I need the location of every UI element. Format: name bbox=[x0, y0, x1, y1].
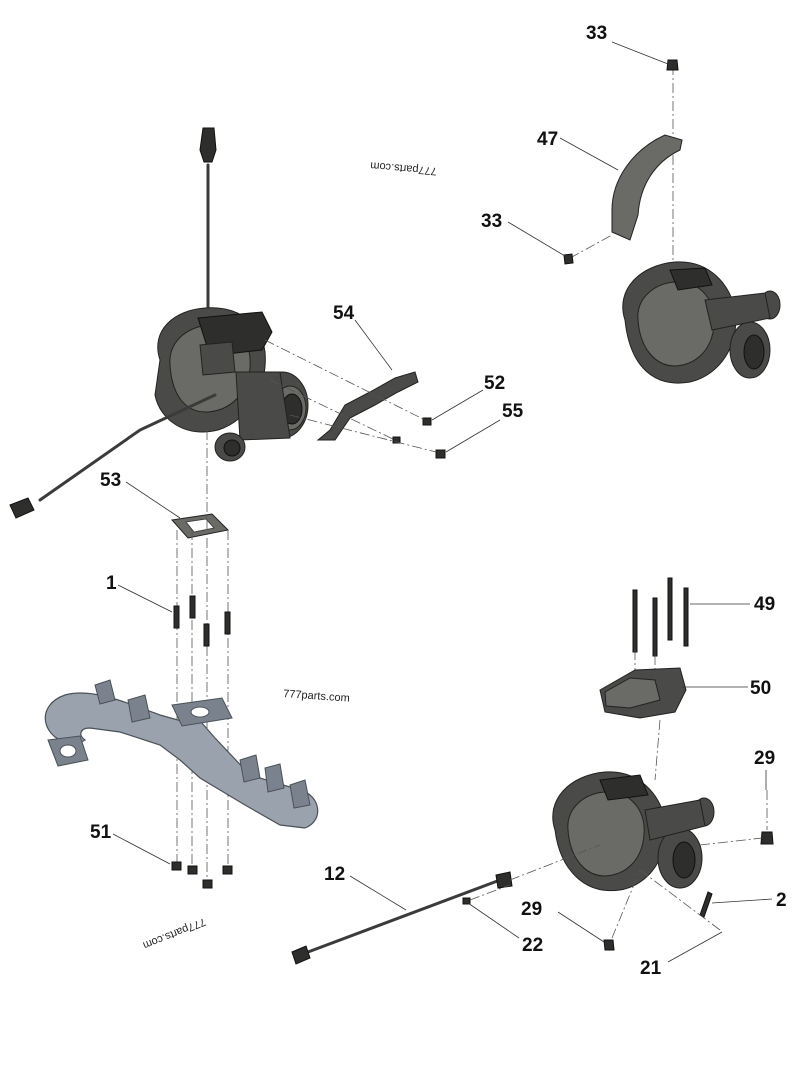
watermark-middle: 777parts.com bbox=[283, 688, 350, 705]
bolt-33-mid bbox=[563, 253, 574, 265]
callout-53: 53 bbox=[100, 470, 121, 491]
guide-line-50 bbox=[654, 719, 661, 781]
bolt-49c bbox=[667, 577, 673, 641]
leader-21 bbox=[667, 931, 723, 963]
nut-51c bbox=[202, 879, 213, 889]
turbocharger-main-assembly bbox=[9, 127, 309, 519]
bolt-49d bbox=[683, 587, 689, 647]
nut-51b bbox=[187, 865, 198, 875]
leader-33-mid bbox=[507, 221, 566, 257]
callout-54: 54 bbox=[333, 303, 355, 324]
callout-33-mid: 33 bbox=[481, 211, 502, 232]
leader-22 bbox=[467, 902, 520, 939]
stud-1d bbox=[224, 611, 231, 635]
washer-22 bbox=[462, 897, 471, 905]
callout-52: 52 bbox=[484, 373, 505, 394]
bolt-49a bbox=[632, 589, 638, 653]
turbo-3-top-block bbox=[599, 774, 649, 801]
guide-line-29-right bbox=[699, 837, 763, 846]
watermark-top: 777parts.com bbox=[370, 159, 437, 177]
callout-21: 21 bbox=[640, 958, 662, 979]
watermark-bottom: 777parts.com bbox=[141, 915, 207, 951]
manifold-port-5 bbox=[289, 779, 311, 809]
manifold-port-2 bbox=[127, 694, 151, 723]
manifold-port-3 bbox=[239, 754, 261, 783]
turbo-2-compressor-neck bbox=[704, 292, 771, 331]
turbo-3-turbine-face bbox=[567, 791, 645, 877]
guide-line-33-mid bbox=[569, 234, 613, 259]
leader-53 bbox=[125, 481, 181, 519]
sensor-12-cable bbox=[298, 878, 502, 957]
exhaust-manifold bbox=[44, 679, 319, 829]
actuator-body bbox=[199, 341, 236, 376]
turbo-2-top-block bbox=[669, 267, 713, 291]
nut-51a bbox=[171, 861, 182, 871]
manifold-port-4 bbox=[264, 763, 285, 793]
center-housing bbox=[235, 371, 291, 441]
callout-29-bottom: 29 bbox=[521, 899, 542, 920]
oil-outlet-bore bbox=[223, 439, 241, 457]
manifold-end-port bbox=[59, 744, 77, 758]
turbo-2-outlet-bore bbox=[743, 334, 765, 370]
nut-upper-left bbox=[392, 436, 401, 444]
leader-51 bbox=[112, 833, 171, 865]
guide-line-21 bbox=[639, 869, 721, 931]
fitting-29-bottom bbox=[603, 939, 615, 951]
leader-1 bbox=[117, 584, 173, 613]
leader-55 bbox=[445, 419, 501, 453]
turbocharger-actuator-assembly bbox=[291, 577, 774, 965]
manifold-turbo-port bbox=[190, 706, 210, 718]
leader-12 bbox=[349, 875, 407, 911]
sensor-connector-top bbox=[199, 127, 217, 163]
turbocharger-heatshield-assembly bbox=[563, 59, 781, 384]
leader-33-top bbox=[611, 41, 669, 65]
clip-55 bbox=[435, 449, 446, 459]
guide-line-nut bbox=[269, 379, 396, 441]
turbo-2-turbine-face bbox=[637, 281, 715, 367]
guide-line-52 bbox=[264, 339, 426, 421]
callout-12: 12 bbox=[324, 864, 345, 885]
guide-line-22 bbox=[469, 884, 511, 901]
manifold-port-1 bbox=[94, 679, 116, 705]
callout-49: 49 bbox=[754, 594, 775, 615]
leader-29-bottom bbox=[557, 911, 605, 943]
callout-47: 47 bbox=[537, 129, 558, 150]
callout-22: 22 bbox=[522, 935, 543, 956]
guide-line-55 bbox=[289, 414, 437, 453]
bracket-54 bbox=[316, 371, 419, 441]
sensor-cable-left bbox=[38, 393, 217, 502]
plug-29-right bbox=[760, 831, 774, 845]
nut-52 bbox=[422, 417, 432, 426]
pin-2 bbox=[699, 891, 713, 918]
callout-55: 55 bbox=[502, 401, 524, 422]
turbo-3-compressor-neck bbox=[644, 799, 706, 841]
callout-33-top: 33 bbox=[586, 23, 607, 44]
stud-1c bbox=[203, 623, 210, 647]
guide-line-12 bbox=[509, 844, 601, 881]
callout-2: 2 bbox=[776, 890, 787, 911]
callout-51: 51 bbox=[90, 822, 112, 843]
callout-1: 1 bbox=[106, 573, 117, 594]
heat-shield-47 bbox=[611, 134, 683, 241]
leader-2 bbox=[711, 898, 773, 904]
bolt-49b bbox=[652, 597, 658, 657]
nut-51d bbox=[222, 865, 233, 875]
leader-52 bbox=[431, 389, 484, 421]
leader-47 bbox=[559, 137, 619, 171]
turbo-3-outlet-bore bbox=[672, 841, 696, 879]
stud-1a bbox=[173, 605, 180, 629]
sensor-12-connector bbox=[291, 945, 311, 965]
callout-29-right: 29 bbox=[754, 748, 775, 769]
leader-54 bbox=[354, 319, 393, 371]
callout-50: 50 bbox=[750, 678, 771, 699]
sensor-12-fitting bbox=[495, 871, 513, 889]
actuator-50-top bbox=[604, 677, 661, 709]
sensor-connector-left bbox=[9, 497, 35, 519]
guide-line-29-bottom bbox=[611, 869, 641, 939]
stud-1b bbox=[189, 595, 196, 619]
bolt-33-top bbox=[666, 59, 679, 71]
